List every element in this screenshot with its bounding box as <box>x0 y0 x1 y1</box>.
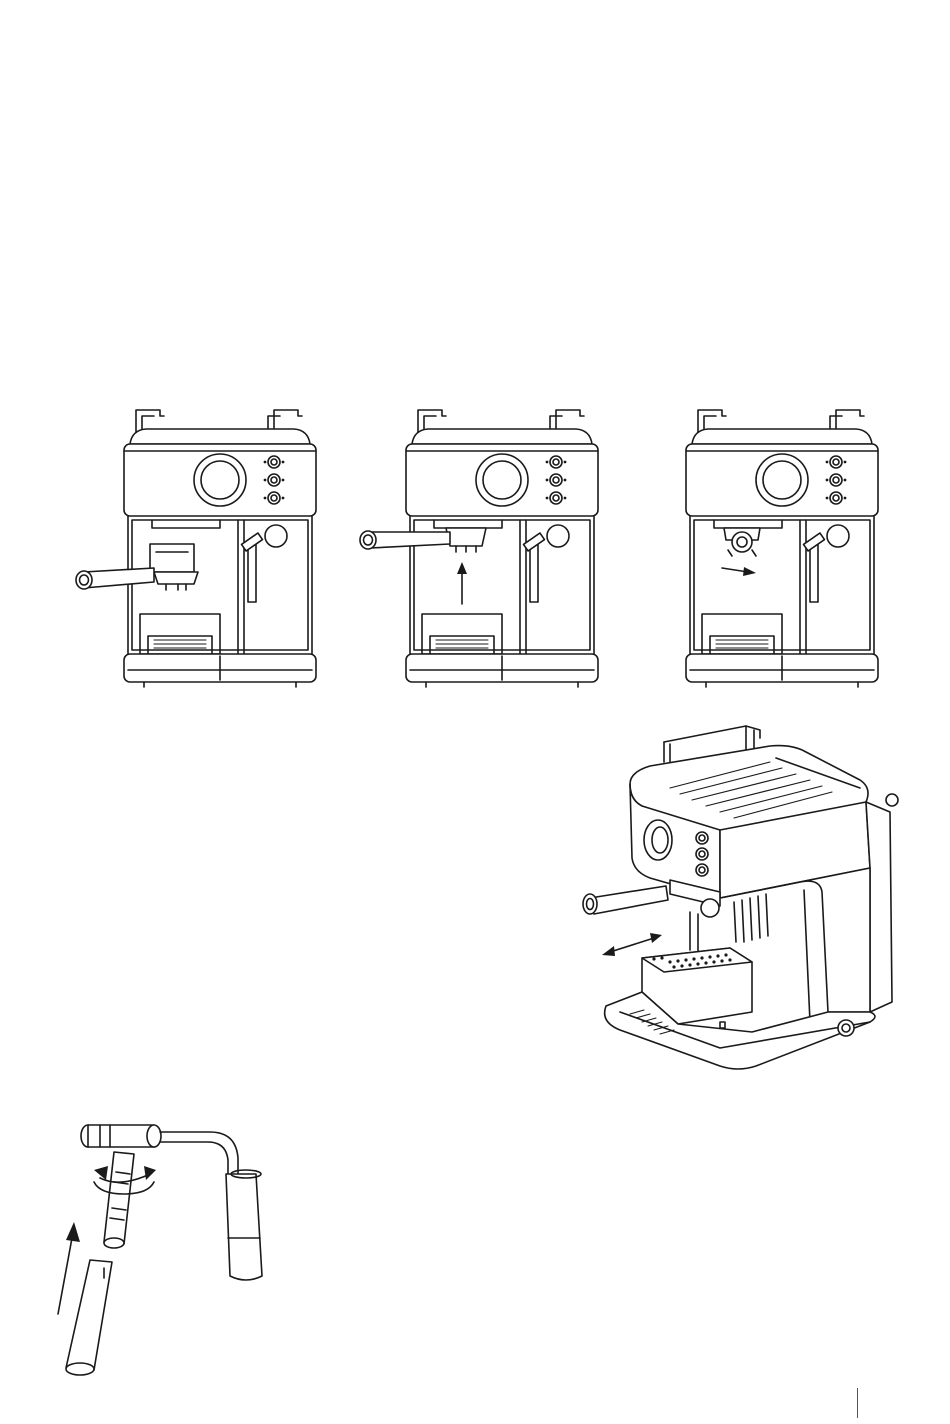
page-margin-rule <box>857 1388 858 1418</box>
isometric-figure <box>570 722 910 1072</box>
steam-wand-figure <box>50 1118 280 1380</box>
step-1-figure <box>76 404 312 694</box>
step-2-figure <box>358 404 594 694</box>
step-3-figure <box>638 404 874 694</box>
